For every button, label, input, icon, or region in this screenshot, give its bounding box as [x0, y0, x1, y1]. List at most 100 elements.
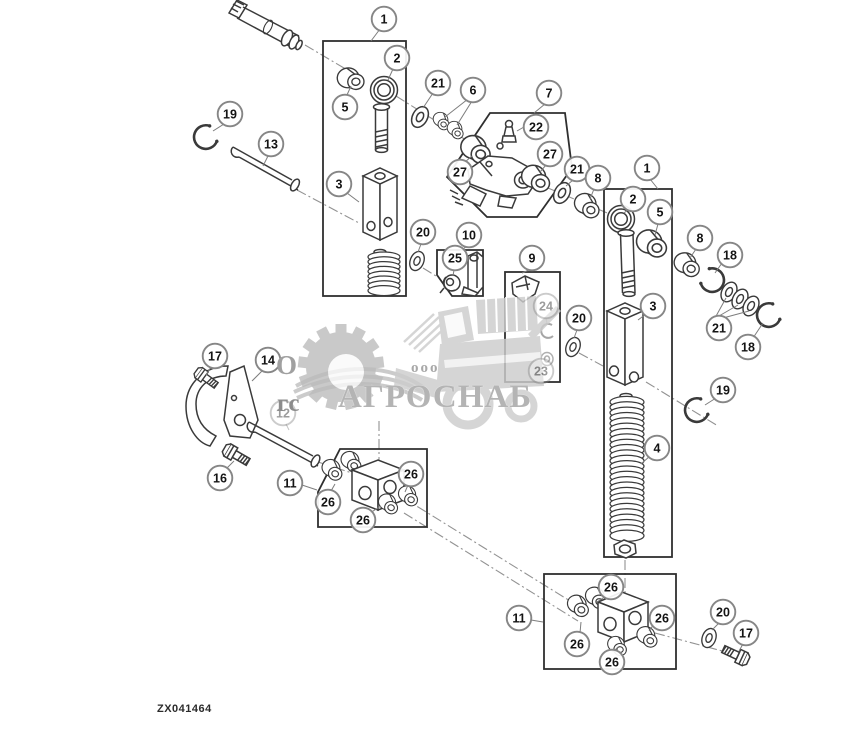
svg-text:21: 21 — [570, 162, 584, 176]
tie-rod-end-right — [606, 204, 636, 298]
callout-26: 26 — [597, 573, 625, 601]
callout-1: 1 — [370, 5, 398, 33]
callout-11: 11 — [505, 604, 533, 632]
svg-text:26: 26 — [404, 467, 418, 481]
svg-text:22: 22 — [529, 120, 543, 134]
upper-link-assembly-left — [322, 40, 407, 297]
upper-link-assembly-right — [603, 188, 673, 559]
svg-text:9: 9 — [529, 251, 536, 265]
bushing-25 — [439, 274, 461, 294]
callout-20: 20 — [409, 218, 437, 246]
callout-17: 17 — [732, 619, 760, 647]
callout-5: 5 — [646, 198, 674, 226]
svg-text:19: 19 — [716, 383, 730, 397]
svg-text:23: 23 — [534, 364, 548, 378]
svg-text:1: 1 — [381, 12, 388, 26]
link-rod-12 — [246, 421, 321, 468]
spring-left — [367, 251, 401, 297]
svg-text:8: 8 — [697, 231, 704, 245]
callout-14: 14 — [254, 346, 282, 374]
svg-text:8: 8 — [595, 171, 602, 185]
bolt-17-lower — [719, 641, 752, 668]
svg-text:14: 14 — [261, 353, 275, 367]
callout-26: 26 — [397, 460, 425, 488]
svg-text:21: 21 — [431, 76, 445, 90]
svg-text:21: 21 — [712, 321, 726, 335]
callout-11: 11 — [276, 469, 304, 497]
svg-text:18: 18 — [723, 248, 737, 262]
callout-9: 9 — [518, 244, 546, 272]
spring-right — [609, 395, 645, 542]
snap-ring-19-right — [679, 393, 713, 428]
callout-23: 23 — [527, 357, 555, 385]
svg-text:26: 26 — [655, 611, 669, 625]
callout-leader-lines — [205, 28, 764, 653]
callout-26: 26 — [314, 488, 342, 516]
svg-text:1: 1 — [644, 161, 651, 175]
callout-19: 19 — [709, 376, 737, 404]
svg-text:17: 17 — [208, 349, 222, 363]
callout-8: 8 — [584, 164, 612, 192]
cam-lever — [511, 275, 540, 303]
svg-text:26: 26 — [356, 513, 370, 527]
washer-20-lower — [698, 625, 720, 651]
svg-text:16: 16 — [213, 471, 227, 485]
svg-text:5: 5 — [342, 100, 349, 114]
svg-text:2: 2 — [394, 51, 401, 65]
callout-19: 19 — [216, 100, 244, 128]
svg-text:6: 6 — [470, 83, 477, 97]
pivot-pin — [230, 146, 301, 192]
grease-fitting-22 — [496, 119, 517, 150]
watermark-combine-harvester — [394, 295, 561, 430]
callout-3: 3 — [639, 292, 667, 320]
callout-22: 22 — [522, 113, 550, 141]
svg-text:11: 11 — [512, 611, 525, 625]
watermark-gear-icon — [297, 324, 385, 411]
svg-text:17: 17 — [739, 626, 753, 640]
svg-text:26: 26 — [605, 655, 619, 669]
svg-text:20: 20 — [716, 605, 730, 619]
bushing-8-left — [570, 190, 604, 221]
shift-fork-group — [185, 364, 259, 447]
callout-20: 20 — [565, 304, 593, 332]
shift-fork — [185, 365, 229, 447]
svg-text:2: 2 — [630, 192, 637, 206]
callout-25: 25 — [441, 244, 469, 272]
svg-text:24: 24 — [539, 299, 553, 313]
svg-text:5: 5 — [657, 205, 664, 219]
callout-12: 12 — [269, 399, 297, 427]
washer-21-upper — [407, 103, 433, 131]
callout-24: 24 — [532, 292, 560, 320]
svg-text:20: 20 — [572, 311, 586, 325]
swivel-bracket — [449, 155, 537, 209]
callout-2: 2 — [383, 44, 411, 72]
svg-text:10: 10 — [462, 228, 476, 242]
bracket-group-box-7 — [445, 112, 573, 218]
svg-text:27: 27 — [453, 165, 467, 179]
callout-20: 20 — [709, 598, 737, 626]
callout-26: 26 — [598, 648, 626, 676]
bushing-5-right — [634, 228, 669, 259]
callout-18: 18 — [734, 333, 762, 361]
callout-21: 21 — [424, 69, 452, 97]
drawing-code: ZX041464 — [157, 703, 212, 715]
bushing-8-right — [671, 250, 703, 279]
callout-26: 26 — [349, 506, 377, 534]
callout-1: 1 — [633, 154, 661, 182]
rocker-block-mid — [349, 459, 407, 512]
assembly-axis-lines — [296, 44, 727, 653]
callout-8: 8 — [686, 224, 714, 252]
callout-5: 5 — [331, 93, 359, 121]
washer-21-mid — [549, 179, 575, 207]
svg-text:25: 25 — [448, 251, 462, 265]
svg-text:26: 26 — [321, 495, 335, 509]
svg-text:7: 7 — [546, 86, 553, 100]
tie-rod-end-left — [369, 75, 399, 154]
callout-17: 17 — [201, 342, 229, 370]
svg-text:27: 27 — [543, 147, 557, 161]
callout-26: 26 — [648, 604, 676, 632]
callout-27: 27 — [536, 140, 564, 168]
